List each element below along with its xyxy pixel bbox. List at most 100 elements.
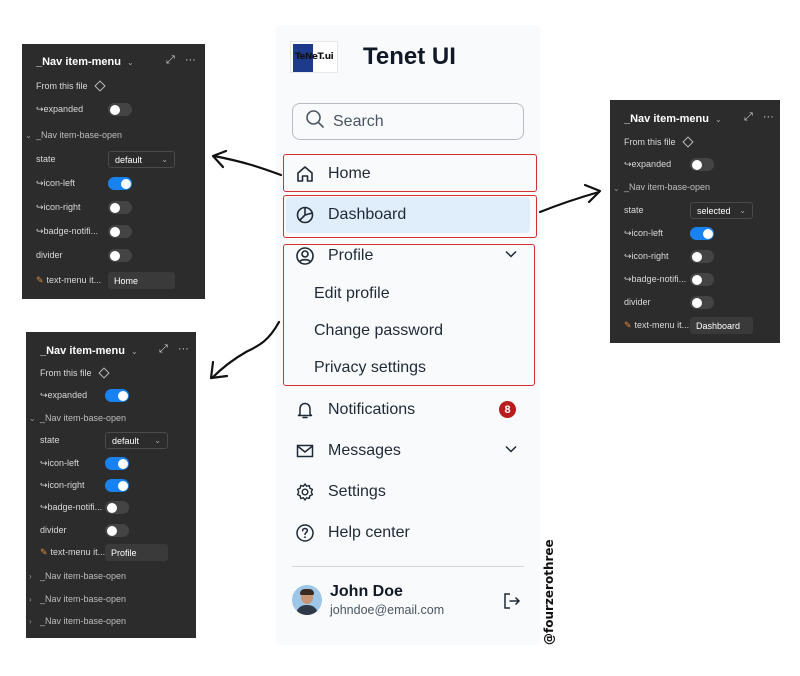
- section-chevron-icon[interactable]: ⌄: [613, 184, 620, 193]
- more-icon[interactable]: ···: [762, 111, 774, 123]
- brand: TeNeT.ui Tenet UI: [290, 41, 456, 73]
- chevron-down-icon[interactable]: ⌄: [130, 346, 138, 356]
- expanded-label: ↪expanded: [40, 389, 88, 400]
- arrow-to-home-panel: [212, 154, 283, 177]
- state-value: default: [115, 154, 143, 165]
- nav-item-help-center[interactable]: Help center: [286, 515, 530, 551]
- icon-left-label: ↪icon-left: [36, 177, 76, 188]
- icon-left-label: ↪icon-left: [40, 457, 80, 468]
- section-chevron-icon[interactable]: ›: [29, 617, 32, 626]
- search-icon: [305, 109, 325, 134]
- nav-item-notifications[interactable]: Notifications 8: [286, 392, 530, 428]
- bell-icon: [294, 399, 316, 421]
- arrow-to-profile-panel-head: [209, 360, 229, 380]
- sidebar-divider: [292, 566, 524, 567]
- state-label: state: [40, 435, 60, 445]
- more-icon[interactable]: ···: [184, 54, 196, 66]
- chevron-down-icon: ⌄: [739, 206, 746, 215]
- nav-item-label: Dashboard: [328, 206, 407, 223]
- icon-right-toggle[interactable]: [105, 479, 129, 492]
- search-input[interactable]: [333, 112, 513, 131]
- nav-item-settings[interactable]: Settings: [286, 474, 530, 510]
- section-chevron-icon[interactable]: ›: [29, 595, 32, 604]
- subnav-privacy-settings[interactable]: Privacy settings: [314, 359, 427, 376]
- icon-right-label: ↪icon-right: [624, 250, 669, 261]
- state-select[interactable]: selected⌄: [690, 202, 753, 219]
- more-icon[interactable]: ···: [177, 343, 189, 355]
- icon-left-toggle[interactable]: [690, 227, 714, 240]
- nav-item-dashboard[interactable]: Dashboard: [286, 197, 530, 233]
- expanded-toggle[interactable]: [108, 103, 132, 116]
- mail-icon: [294, 440, 316, 462]
- badge-toggle[interactable]: [690, 273, 714, 286]
- subnav-change-password[interactable]: Change password: [314, 322, 443, 339]
- icon-right-toggle[interactable]: [108, 201, 132, 214]
- section-chevron-icon[interactable]: ⌄: [25, 131, 32, 140]
- arrow-to-profile-panel: [210, 320, 281, 380]
- search-box[interactable]: [292, 103, 524, 140]
- user-profile[interactable]: John Doe johndoe@email.com: [292, 583, 444, 617]
- detach-icon[interactable]: ⤢: [744, 111, 753, 123]
- icon-left-toggle[interactable]: [105, 457, 129, 470]
- collapsed-section-title[interactable]: _Nav item-base-open: [40, 616, 127, 626]
- gear-icon: [294, 481, 316, 503]
- section-title: _Nav item-base-open: [40, 413, 127, 423]
- detach-icon[interactable]: ⤢: [166, 54, 175, 66]
- nav-item-label: Messages: [328, 442, 401, 459]
- pie-chart-icon: [294, 204, 316, 226]
- badge-label: ↪badge-notifi...: [40, 501, 103, 512]
- panel-title: _Nav item-menu: [624, 113, 709, 125]
- badge-label: ↪badge-notifi...: [624, 273, 687, 284]
- chevron-down-icon[interactable]: ⌄: [714, 114, 722, 124]
- chevron-down-icon[interactable]: [504, 442, 518, 461]
- panel-title: _Nav item-menu: [40, 345, 125, 357]
- badge-toggle[interactable]: [108, 225, 132, 238]
- expanded-toggle[interactable]: [690, 158, 714, 171]
- badge-label: ↪badge-notifi...: [36, 225, 99, 236]
- arrow-to-home-panel-head: [211, 149, 228, 169]
- divider-toggle[interactable]: [690, 296, 714, 309]
- nav-item-profile[interactable]: Profile: [286, 238, 530, 274]
- text-value-field[interactable]: Profile: [105, 544, 168, 561]
- collapsed-section-title[interactable]: _Nav item-base-open: [40, 571, 127, 581]
- notification-count-badge: 8: [499, 401, 516, 418]
- component-icon: [681, 136, 694, 148]
- divider-toggle[interactable]: [105, 524, 129, 537]
- badge-toggle[interactable]: [105, 501, 129, 514]
- from-file-label: From this file: [624, 137, 676, 147]
- divider-toggle[interactable]: [108, 249, 132, 262]
- icon-right-label: ↪icon-right: [40, 479, 85, 490]
- state-label: state: [36, 154, 56, 164]
- pencil-icon: ✎: [40, 546, 48, 557]
- nav-item-messages[interactable]: Messages: [286, 433, 530, 469]
- state-select[interactable]: default⌄: [108, 151, 175, 168]
- section-chevron-icon[interactable]: ›: [29, 572, 32, 581]
- chevron-down-icon[interactable]: [504, 247, 518, 266]
- icon-left-toggle[interactable]: [108, 177, 132, 190]
- detach-icon[interactable]: ⤢: [159, 343, 168, 355]
- brand-logo: TeNeT.ui: [290, 41, 338, 73]
- collapsed-section-title[interactable]: _Nav item-base-open: [40, 594, 127, 604]
- nav-item-label: Profile: [328, 247, 374, 264]
- from-file-label: From this file: [40, 368, 92, 378]
- logout-icon[interactable]: [502, 591, 522, 616]
- divider-label: divider: [40, 525, 67, 535]
- section-chevron-icon[interactable]: ⌄: [29, 414, 36, 423]
- panel-title: _Nav item-menu: [36, 56, 121, 68]
- panel-header: _Nav item-menu ⌄: [36, 53, 134, 71]
- expanded-toggle[interactable]: [105, 389, 129, 402]
- text-value-field[interactable]: Dashboard: [690, 317, 753, 334]
- arrow-to-dashboard-panel-head: [583, 183, 602, 204]
- icon-right-toggle[interactable]: [690, 250, 714, 263]
- pencil-icon: ✎: [36, 274, 44, 285]
- expanded-label: ↪expanded: [624, 158, 672, 169]
- chevron-down-icon[interactable]: ⌄: [126, 57, 134, 67]
- subnav-edit-profile[interactable]: Edit profile: [314, 285, 390, 302]
- home-icon: [294, 163, 316, 185]
- state-select[interactable]: default⌄: [105, 432, 168, 449]
- properties-panel-profile: _Nav item-menu ⌄ ⤢ ··· From this file ↪ex…: [26, 332, 196, 638]
- text-value-field[interactable]: Home: [108, 272, 175, 289]
- nav-item-home[interactable]: Home: [286, 156, 530, 192]
- expanded-label: ↪expanded: [36, 103, 84, 114]
